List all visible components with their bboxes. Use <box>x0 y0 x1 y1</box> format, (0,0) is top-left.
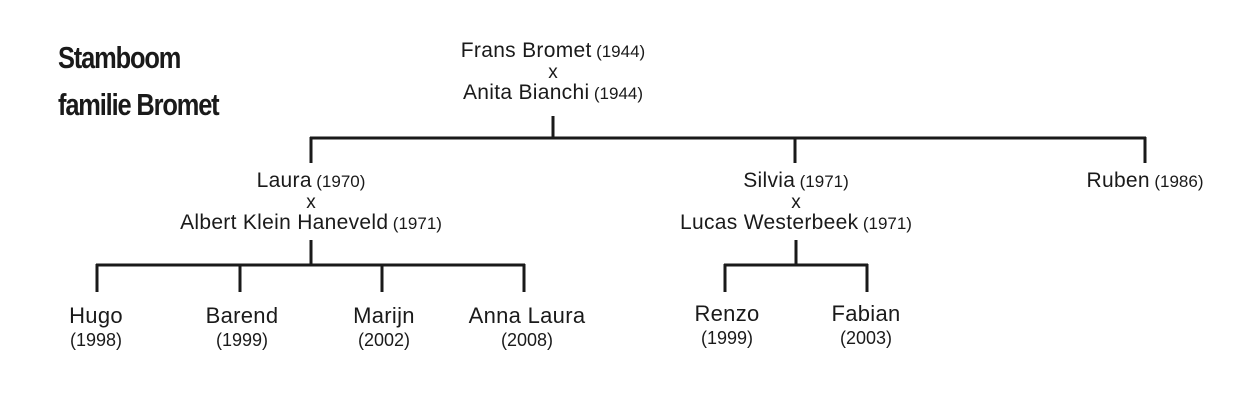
title-line-2: familie Bromet <box>58 87 220 122</box>
person-name: Silvia <box>743 169 796 192</box>
person-fabian: Fabian (2003) <box>831 301 900 349</box>
birth-year: (2008) <box>500 330 554 350</box>
person-name: Laura <box>256 169 312 192</box>
person-name: Lucas Westerbeek <box>680 211 859 234</box>
person-name: Albert Klein Haneveld <box>180 211 389 234</box>
person-name: Fabian <box>831 301 901 326</box>
marriage-symbol: x <box>306 192 316 213</box>
birth-year: (1971) <box>392 214 442 233</box>
birth-year: (2003) <box>839 328 893 348</box>
person-barend: Barend (1999) <box>206 303 279 351</box>
couple-laura: Laura (1970) x Albert Klein Haneveld (19… <box>180 169 442 237</box>
person-silvia: Silvia (1971) <box>680 169 912 195</box>
birth-year: (1970) <box>316 172 366 191</box>
person-name: Marijn <box>353 303 415 328</box>
root-person-1: Frans Bromet (1944) <box>461 39 645 65</box>
marriage-symbol: x <box>791 192 801 213</box>
person-ruben: Ruben (1986) <box>1087 169 1204 195</box>
birth-year: (1986) <box>1154 172 1204 191</box>
person-renzo: Renzo (1999) <box>694 301 759 349</box>
person-lucas: Lucas Westerbeek (1971) <box>680 211 912 237</box>
person-laura: Laura (1970) <box>180 169 442 195</box>
birth-year: (1971) <box>799 172 849 191</box>
person-marijn: Marijn (2002) <box>353 303 415 351</box>
person-albert: Albert Klein Haneveld (1971) <box>180 211 442 237</box>
marriage-symbol: x <box>548 62 558 83</box>
birth-year: (1998) <box>69 330 123 350</box>
person-name: Frans Bromet <box>460 39 592 62</box>
person-anna-laura: Anna Laura (2008) <box>469 303 586 351</box>
birth-year: (1944) <box>596 42 646 61</box>
birth-year: (1944) <box>593 84 644 103</box>
birth-year: (1971) <box>862 214 912 233</box>
couple-silvia: Silvia (1971) x Lucas Westerbeek (1971) <box>680 169 912 237</box>
title-line-1: Stamboom <box>58 40 181 75</box>
root-couple: Frans Bromet (1944) x Anita Bianchi (194… <box>461 39 645 107</box>
root-person-2: Anita Bianchi (1944) <box>461 81 645 107</box>
person-name: Anna Laura <box>468 303 586 328</box>
person-hugo: Hugo (1998) <box>69 303 123 351</box>
person-name: Hugo <box>69 303 123 328</box>
birth-year: (1999) <box>215 330 269 350</box>
birth-year: (2002) <box>357 330 411 350</box>
diagram-title: Stamboom familie Bromet <box>58 34 220 128</box>
person-name: Ruben <box>1086 169 1150 192</box>
birth-year: (1999) <box>700 328 754 348</box>
person-name: Renzo <box>694 301 760 326</box>
person-name: Anita Bianchi <box>462 81 590 104</box>
person-name: Barend <box>205 303 279 328</box>
